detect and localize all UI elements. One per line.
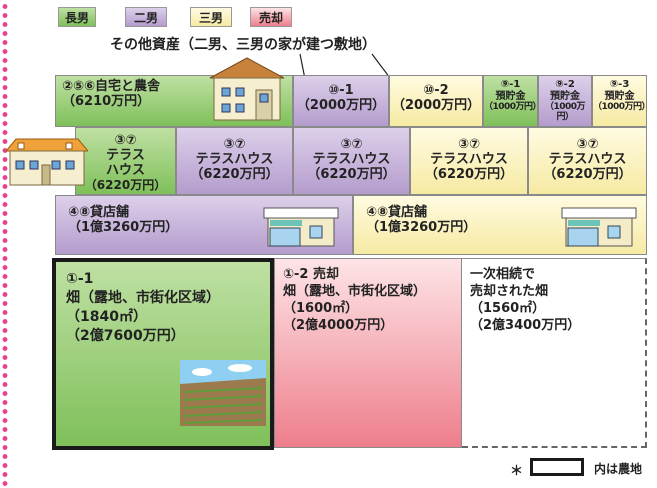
f1-label: ①-1 [66, 271, 94, 287]
legend-eldest: 長男 [58, 7, 96, 27]
cell-field-2: ①-2 売却 畑（露地、市街化区域） （1600㎡） （2億4000万円） [274, 258, 462, 448]
dep1-name: 預貯金 [495, 90, 526, 102]
t2-name: テラスハウス [195, 151, 274, 167]
dep1-label: ⑨-1 [500, 79, 521, 90]
t3-amount: （6220万円） [307, 166, 396, 182]
footnote-text: 内は農地 [594, 462, 643, 476]
cell-terrace-4: ③⑦ テラスハウス （6220万円） [410, 127, 528, 195]
f1-area: （1840㎡） [66, 308, 147, 325]
p10-2-amount: （2000万円） [392, 97, 481, 113]
f2-desc: 畑（露地、市街化区域） [283, 283, 427, 299]
cell-9-2: ⑨-2 預貯金 （1000万円） [538, 75, 592, 127]
s2-label: ④⑧貸店舗 [366, 205, 428, 220]
s1-amount: （1億3260万円） [68, 219, 179, 235]
cell-terrace-5: ③⑦ テラスハウス （6220万円） [528, 127, 647, 195]
cell-terrace-2: ③⑦ テラスハウス （6220万円） [176, 127, 293, 195]
p10-2-label: ⑩-2 [423, 83, 449, 98]
terrace-house-icon [6, 138, 88, 186]
legend-second: 二男 [125, 7, 167, 27]
dep2-amount: （1000万円） [544, 102, 586, 123]
dep3-amount: （1000万円） [593, 102, 647, 112]
home-label: ②⑤⑥自宅と農舎 [62, 79, 161, 94]
legend-sold: 売却 [250, 7, 292, 27]
dotted-border [0, 0, 10, 488]
cell-9-3: ⑨-3 預貯金 （1000万円） [592, 75, 647, 127]
t1-num: ③⑦ [114, 133, 137, 148]
t1-amount: （6220万円） [84, 177, 167, 192]
legend-third: 三男 [190, 7, 232, 27]
field-icon [180, 360, 266, 426]
t5-amount: （6220万円） [543, 166, 632, 182]
house-icon [209, 57, 285, 121]
f1-amount: （2億7600万円） [66, 327, 185, 344]
t1-line2: ハウス [105, 162, 145, 178]
p10-1-amount: （2000万円） [296, 97, 386, 113]
f1-desc: 畑（露地、市街化区域） [66, 289, 220, 306]
cell-9-1: ⑨-1 預貯金 （1000万円） [483, 75, 538, 127]
cell-field-3: 一次相続で 売却された畑 （1560㎡） （2億3400万円） [462, 258, 647, 448]
f2-amount: （2億4000万円） [283, 317, 394, 333]
t5-name: テラスハウス [548, 151, 627, 167]
t4-amount: （6220万円） [424, 166, 514, 182]
footnote-box [530, 458, 584, 476]
cell-terrace-1: ③⑦ テラス ハウス （6220万円） [75, 127, 176, 195]
s2-amount: （1億3260万円） [366, 219, 477, 235]
home-amount: （6210万円） [62, 93, 151, 109]
f3-area: （1560㎡） [470, 300, 546, 316]
t2-amount: （6220万円） [190, 166, 279, 182]
f3-line1: 一次相続で [470, 267, 536, 282]
footnote-mark: ＊ [510, 464, 524, 479]
f3-amount: （2億3400万円） [470, 317, 581, 333]
cell-10-1: ⑩-1 （2000万円） [293, 75, 389, 127]
t4-num: ③⑦ [457, 137, 480, 152]
dep2-label: ⑨-2 [555, 79, 575, 90]
t3-name: テラスハウス [312, 151, 391, 167]
t2-num: ③⑦ [223, 137, 246, 152]
f2-label: ①-2 売却 [283, 267, 339, 282]
t3-num: ③⑦ [340, 137, 363, 152]
p10-1-label: ⑩-1 [328, 83, 354, 98]
t4-name: テラスハウス [430, 151, 508, 167]
t5-num: ③⑦ [576, 137, 599, 152]
shop-icon [263, 207, 339, 247]
t1-line1: テラス [106, 147, 145, 163]
cell-10-2: ⑩-2 （2000万円） [389, 75, 483, 127]
cell-terrace-3: ③⑦ テラスハウス （6220万円） [293, 127, 410, 195]
dep3-name: 預貯金 [604, 90, 635, 102]
dep1-amount: （1000万円） [484, 102, 538, 112]
dep3-label: ⑨-3 [609, 79, 630, 90]
s1-label: ④⑧貸店舗 [68, 205, 130, 220]
f3-line2: 売却された畑 [470, 283, 549, 299]
dep2-name: 預貯金 [550, 90, 580, 102]
f2-area: （1600㎡） [283, 300, 359, 316]
shop-icon-2 [561, 207, 637, 247]
caption: その他資産（二男、三男の家が建つ敷地） [110, 37, 376, 53]
